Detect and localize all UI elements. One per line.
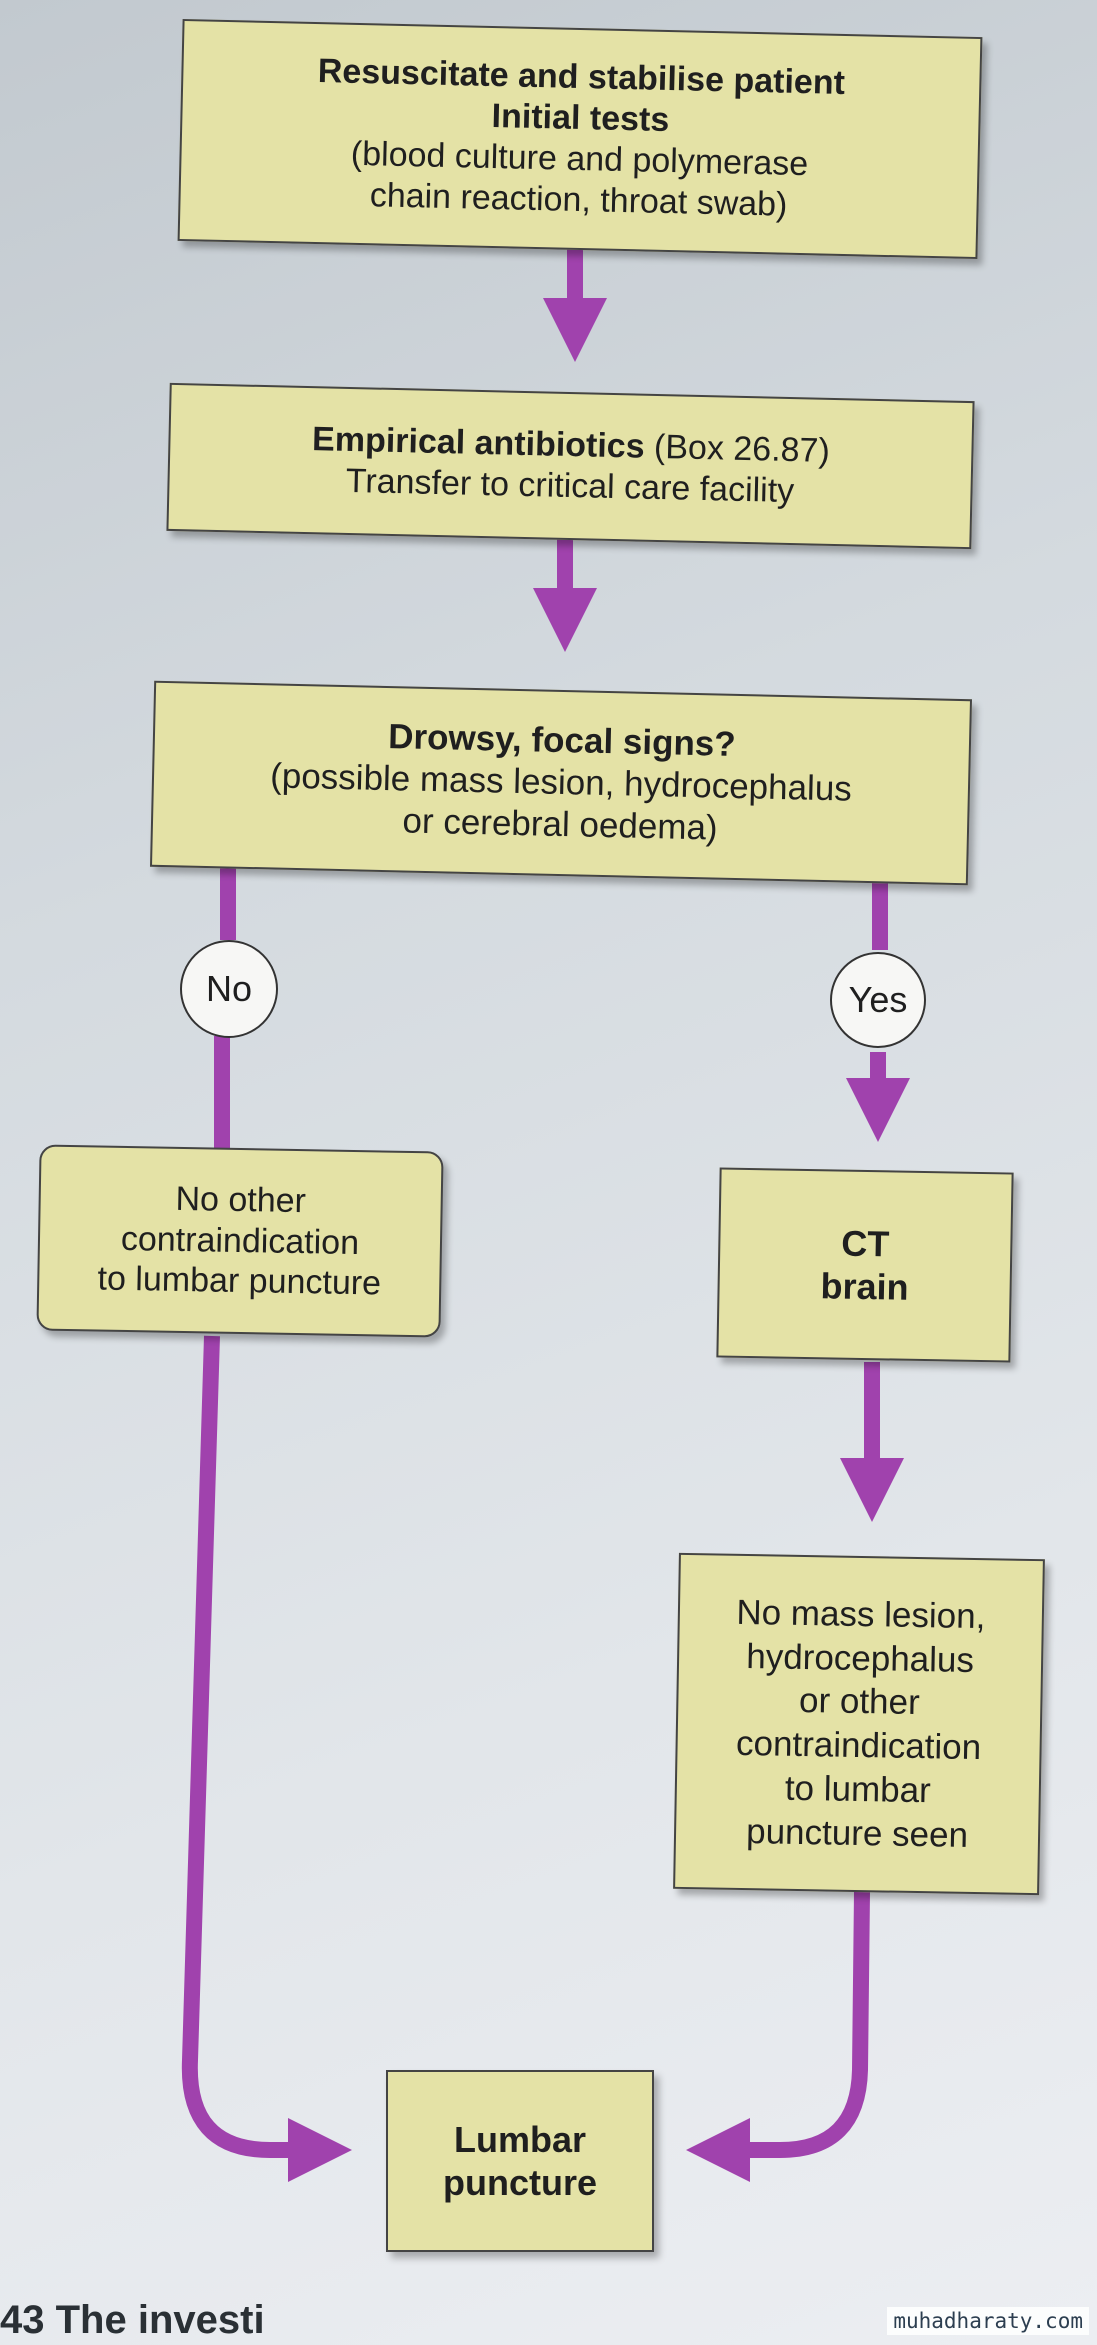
node-no-contraindication: No other contraindication to lumbar punc… (36, 1144, 444, 1338)
no-mass-line-3: or other (798, 1681, 921, 1723)
no-mass-line-6: puncture seen (745, 1811, 969, 1855)
ct-line-2: brain (820, 1265, 909, 1308)
no-contra-line-3: to lumbar puncture (97, 1259, 382, 1303)
resuscitate-detail-2: chain reaction, throat swab) (369, 176, 788, 224)
no-contra-line-1: No other (175, 1179, 307, 1220)
no-mass-line-4: contraindication (735, 1723, 982, 1768)
initial-tests-title: Initial tests (491, 97, 670, 140)
no-mass-line-5: to lumbar (784, 1768, 932, 1811)
antibiotics-title: Empirical antibiotics (311, 420, 646, 466)
antibiotics-box-ref: (Box 26.87) (644, 427, 831, 471)
node-ct-brain: CT brain (716, 1167, 1014, 1363)
arrow-nocontra-to-lumbar (181, 1335, 352, 2182)
resuscitate-title: Resuscitate and stabilise patient (317, 52, 846, 103)
node-no-mass-lesion: No mass lesion, hydrocephalus or other c… (673, 1552, 1045, 1896)
node-lumbar-puncture: Lumbar puncture (386, 2070, 654, 2252)
drowsy-detail-1: (possible mass lesion, hydrocephalus (269, 756, 853, 809)
no-mass-line-1: No mass lesion, (736, 1592, 986, 1636)
node-drowsy: Drowsy, focal signs? (possible mass lesi… (149, 680, 973, 886)
arrow-nomass-to-lumbar (686, 1891, 870, 2182)
lumbar-line-1: Lumbar (453, 2118, 586, 2160)
ct-line-1: CT (841, 1222, 890, 1265)
no-mass-line-2: hydrocephalus (746, 1636, 975, 1680)
footer-partial-caption: 43 The investi (0, 2298, 265, 2342)
node-antibiotics: Empirical antibiotics (Box 26.87) Transf… (166, 382, 975, 550)
no-contra-line-2: contraindication (120, 1219, 360, 1262)
branch-label-no: No (180, 940, 278, 1038)
drowsy-detail-2: or cerebral oedema) (402, 801, 719, 848)
watermark: muhadharaty.com (887, 2307, 1089, 2335)
node-resuscitate: Resuscitate and stabilise patient Initia… (177, 18, 983, 260)
branch-label-yes: Yes (830, 952, 926, 1048)
lumbar-line-2: puncture (442, 2162, 597, 2203)
